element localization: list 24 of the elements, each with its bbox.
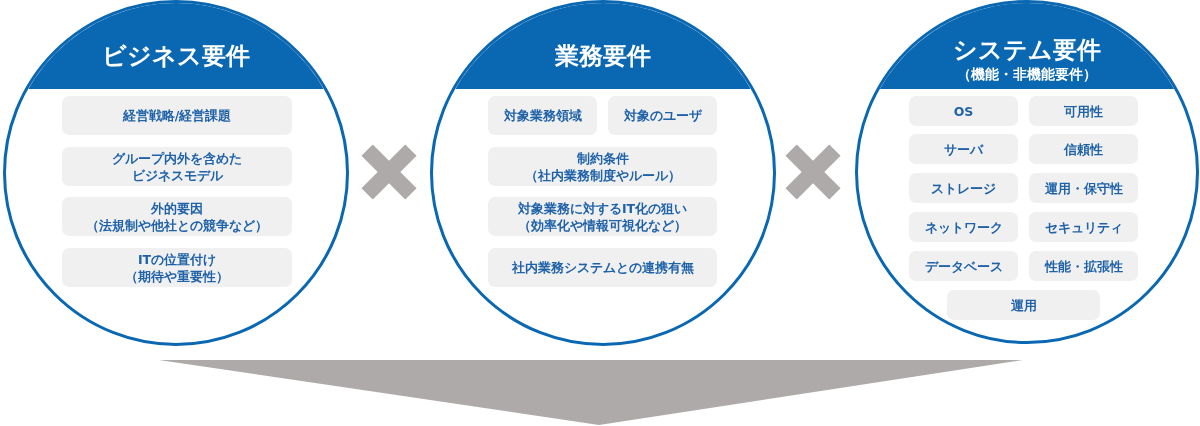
requirement-box: OS <box>909 96 1018 126</box>
requirement-box: 性能・拡張性 <box>1029 251 1138 281</box>
requirement-box: セキュリティ <box>1029 212 1138 242</box>
requirement-box: サーバ <box>909 134 1018 164</box>
requirement-box: 可用性 <box>1029 96 1138 126</box>
requirement-box: グループ内外を含めたビジネスモデル <box>62 147 292 186</box>
heading: 業務要件 <box>554 41 652 72</box>
requirement-box: 対象のユーザ <box>608 96 717 135</box>
requirement-box: 運用・保守性 <box>1029 173 1138 203</box>
heading: システム要件 <box>952 35 1102 66</box>
requirement-box: ストレージ <box>909 173 1018 203</box>
requirement-box: 社内業務システムとの連携有無 <box>488 248 717 287</box>
requirement-box: 対象業務領域 <box>488 96 597 135</box>
requirement-box: 運用 <box>947 290 1100 320</box>
requirement-box: ネットワーク <box>909 212 1018 242</box>
requirement-box: 制約条件（社内業務制度やルール） <box>488 147 717 186</box>
subheading: （機能・非機能要件） <box>956 66 1098 84</box>
requirement-box: 外的要因（法規制や他社との競争など） <box>62 197 292 236</box>
requirement-box: データベース <box>909 251 1018 281</box>
requirement-box: 信頼性 <box>1029 134 1138 164</box>
heading: ビジネス要件 <box>101 41 251 72</box>
requirement-box: 対象業務に対するIT化の狙い（効率化や情報可視化など） <box>488 197 717 236</box>
requirement-box: 経営戦略/経営課題 <box>62 96 292 135</box>
requirement-box: ITの位置付け（期待や重要性） <box>62 248 292 287</box>
